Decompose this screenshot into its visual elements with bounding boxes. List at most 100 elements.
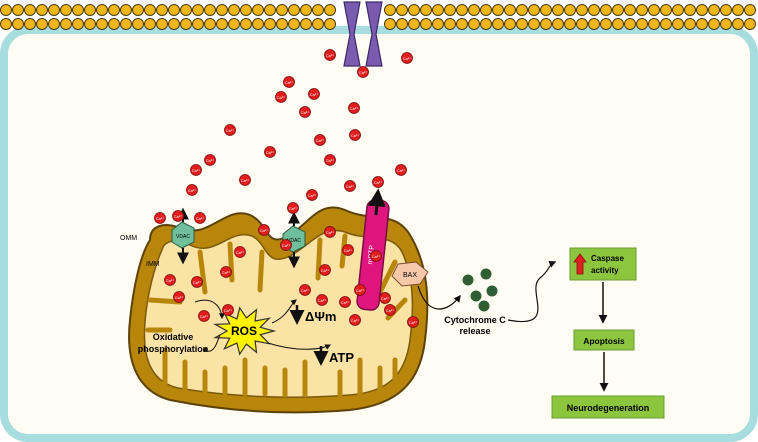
lipid-head xyxy=(48,4,60,16)
lipid-head xyxy=(240,18,252,30)
lipid-head xyxy=(564,4,576,16)
lipid-head xyxy=(504,4,516,16)
calcium-ion: Ca²⁺ xyxy=(354,284,366,296)
apoptosis-box: Apoptosis xyxy=(573,329,635,351)
calcium-label: Ca²⁺ xyxy=(196,216,205,221)
lipid-head xyxy=(252,4,264,16)
lipid-head xyxy=(228,4,240,16)
lipid-head xyxy=(192,4,204,16)
ros-label: ROS xyxy=(231,324,257,338)
caspase-box: Caspase activity xyxy=(569,247,637,281)
vdac-right-label: VDAC xyxy=(287,238,301,244)
oxidative-label-1: Oxidative xyxy=(153,332,194,342)
lipid-head xyxy=(324,18,336,30)
calcium-ion: Ca²⁺ xyxy=(395,164,407,176)
imm-label: IMM xyxy=(146,261,160,268)
lipid-head xyxy=(576,4,588,16)
calcium-label: Ca²⁺ xyxy=(326,158,335,163)
calcium-ion: Ca²⁺ xyxy=(316,294,328,306)
calcium-ion: Ca²⁺ xyxy=(299,106,311,118)
lipid-head xyxy=(696,4,708,16)
calcium-ion: Ca²⁺ xyxy=(384,304,396,316)
calcium-label: Ca²⁺ xyxy=(188,188,197,193)
lipid-head xyxy=(156,4,168,16)
vdac-left-label: VDAC xyxy=(176,234,190,240)
apoptosis-label: Apoptosis xyxy=(583,336,625,346)
calcium-ions: Ca²⁺ Ca²⁺ Ca²⁺ Ca²⁺ Ca²⁺ Ca²⁺ Ca²⁺ Ca²⁺ Ca²⁺ Ca²⁺… xyxy=(154,49,419,328)
calcium-label: Ca²⁺ xyxy=(409,320,418,325)
lipid-head xyxy=(72,4,84,16)
calcium-ion: Ca²⁺ xyxy=(275,91,287,103)
lipid-head xyxy=(708,4,720,16)
lipid-head xyxy=(420,18,432,30)
ros-burst: ROS xyxy=(213,306,277,356)
lipid-head xyxy=(732,18,744,30)
calcium-label: Ca²⁺ xyxy=(359,70,368,75)
lipid-head xyxy=(384,18,396,30)
lipid-head xyxy=(240,4,252,16)
calcium-ion: Ca²⁺ xyxy=(172,210,184,222)
lipid-head xyxy=(312,18,324,30)
lipid-head xyxy=(648,4,660,16)
lipid-head xyxy=(144,4,156,16)
lipid-head xyxy=(600,4,612,16)
calcium-ion: Ca²⁺ xyxy=(379,292,391,304)
lipid-head xyxy=(168,18,180,30)
calcium-ion: Ca²⁺ xyxy=(191,276,203,288)
calcium-label: Ca²⁺ xyxy=(310,92,319,97)
lipid-head xyxy=(444,4,456,16)
lipid-head xyxy=(636,18,648,30)
lipid-head xyxy=(36,18,48,30)
calcium-label: Ca²⁺ xyxy=(381,296,390,301)
calcium-ion: Ca²⁺ xyxy=(258,224,270,236)
lipid-head xyxy=(588,18,600,30)
calcium-label: Ca²⁺ xyxy=(289,206,298,211)
lipid-head xyxy=(684,18,696,30)
lipid-head xyxy=(648,18,660,30)
lipid-head xyxy=(528,4,540,16)
crista xyxy=(377,259,398,295)
lipid-head xyxy=(96,18,108,30)
lipid-head xyxy=(288,18,300,30)
lipid-head xyxy=(540,18,552,30)
lipid-head xyxy=(660,18,672,30)
calcium-label: Ca²⁺ xyxy=(206,158,215,163)
calcium-ion: Ca²⁺ xyxy=(287,202,299,214)
calcium-label: Ca²⁺ xyxy=(236,250,245,255)
cristae-folds xyxy=(145,233,408,398)
oxidative-label-2: phosphorylation xyxy=(138,344,209,354)
calcium-label: Ca²⁺ xyxy=(266,150,275,155)
lipid-head xyxy=(36,4,48,16)
lipid-head xyxy=(456,4,468,16)
calcium-label: Ca²⁺ xyxy=(386,308,395,313)
calcium-label: Ca²⁺ xyxy=(174,214,183,219)
lipid-head xyxy=(384,4,396,16)
lipid-head xyxy=(120,18,132,30)
calcium-ion: Ca²⁺ xyxy=(264,146,276,158)
calcium-ion: Ca²⁺ xyxy=(220,266,232,278)
caspase-label-2: activity xyxy=(591,266,619,275)
lipid-head xyxy=(12,18,24,30)
lipid-head xyxy=(552,18,564,30)
calcium-label: Ca²⁺ xyxy=(260,228,269,233)
mitochondrion xyxy=(128,206,429,414)
lipid-head xyxy=(96,4,108,16)
bax-label: BAX xyxy=(403,272,417,279)
calcium-ion: Ca²⁺ xyxy=(314,134,326,146)
lipid-head xyxy=(300,4,312,16)
calcium-ion: Ca²⁺ xyxy=(280,239,292,251)
cytochrome-label-2: release xyxy=(459,326,490,336)
calcium-ion: Ca²⁺ xyxy=(324,226,336,238)
lipid-head xyxy=(216,18,228,30)
calcium-ion: Ca²⁺ xyxy=(239,174,251,186)
lipid-head xyxy=(492,4,504,16)
lipid-head xyxy=(540,4,552,16)
neurodegeneration-box: Neurodegeneration xyxy=(551,395,665,419)
calcium-ion: Ca²⁺ xyxy=(324,49,336,61)
calcium-label: Ca²⁺ xyxy=(192,168,201,173)
up-arrow-icon xyxy=(573,253,587,275)
calcium-ion: Ca²⁺ xyxy=(357,66,369,78)
lipid-head xyxy=(672,18,684,30)
calcium-label: Ca²⁺ xyxy=(374,180,383,185)
lipid-head xyxy=(216,4,228,16)
